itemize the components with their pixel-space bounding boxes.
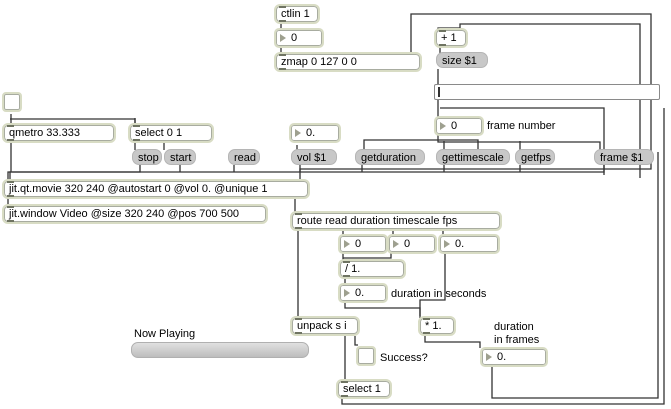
number-value: 0 <box>291 32 298 44</box>
number-triangle-icon <box>344 289 350 297</box>
now-playing-display <box>131 342 309 358</box>
number-value: 0. <box>455 238 465 250</box>
frame-number-label: frame number <box>487 120 556 132</box>
unpack-object[interactable]: unpack s i <box>290 316 360 336</box>
number-triangle-icon <box>486 353 492 361</box>
number-triangle-icon <box>295 129 301 137</box>
number-value: 0. <box>355 287 365 299</box>
number-value: 0. <box>306 127 316 139</box>
number-triangle-icon <box>280 34 286 42</box>
route-object[interactable]: route read duration timescale fps <box>290 211 502 231</box>
jit-window-object[interactable]: jit.window Video @size 320 240 @pos 700 … <box>2 204 268 224</box>
plus-object[interactable]: + 1 <box>434 28 468 48</box>
duration-seconds-number-box[interactable]: 0. <box>338 283 388 303</box>
fps-number-box[interactable]: 0. <box>438 234 500 254</box>
read-message[interactable]: read <box>228 149 260 165</box>
size-message[interactable]: size $1 <box>436 52 488 68</box>
now-playing-label: Now Playing <box>134 328 196 340</box>
duration-frames-label: duration <box>494 321 534 333</box>
number-triangle-icon <box>444 240 450 248</box>
getfps-message[interactable]: getfps <box>515 149 555 165</box>
duration-number-box[interactable]: 0 <box>338 234 388 254</box>
success-toggle[interactable] <box>356 346 376 366</box>
frame-number-box[interactable]: 0 <box>434 116 484 136</box>
vol-message[interactable]: vol $1 <box>291 149 337 165</box>
jit-qt-movie-object[interactable]: jit.qt.movie 320 240 @autostart 0 @vol 0… <box>2 179 310 199</box>
select1-object[interactable]: select 1 <box>336 379 392 399</box>
timescale-number-box[interactable]: 0 <box>387 234 437 254</box>
success-label: Success? <box>380 352 428 364</box>
duration-frames-number-box[interactable]: 0. <box>480 347 548 367</box>
size-textfield[interactable] <box>434 84 660 100</box>
in-frames-label: in frames <box>494 334 540 346</box>
text-cursor <box>438 87 440 97</box>
ctlin-number-box[interactable]: 0 <box>274 28 324 48</box>
getduration-message[interactable]: getduration <box>355 149 425 165</box>
number-value: 0. <box>497 351 507 363</box>
number-value: 0 <box>404 238 411 250</box>
qmetro-object[interactable]: qmetro 33.333 <box>2 123 116 143</box>
number-triangle-icon <box>393 240 399 248</box>
multiply-object[interactable]: * 1. <box>418 316 456 336</box>
number-triangle-icon <box>344 240 350 248</box>
select-object[interactable]: select 0 1 <box>128 123 214 143</box>
number-value: 0 <box>451 120 458 132</box>
zmap-object[interactable]: zmap 0 127 0 0 <box>274 52 422 72</box>
volume-number-box[interactable]: 0. <box>289 123 341 143</box>
number-value: 0 <box>355 238 362 250</box>
duration-seconds-label: duration in seconds <box>391 288 487 300</box>
number-triangle-icon <box>440 122 446 130</box>
start-message[interactable]: start <box>164 149 196 165</box>
metro-toggle[interactable] <box>2 92 22 112</box>
ctlin-object[interactable]: ctlin 1 <box>274 4 320 24</box>
frame-message[interactable]: frame $1 <box>594 149 654 165</box>
stop-message[interactable]: stop <box>132 149 162 165</box>
gettimescale-message[interactable]: gettimescale <box>436 149 510 165</box>
divide-object[interactable]: / 1. <box>338 259 406 279</box>
